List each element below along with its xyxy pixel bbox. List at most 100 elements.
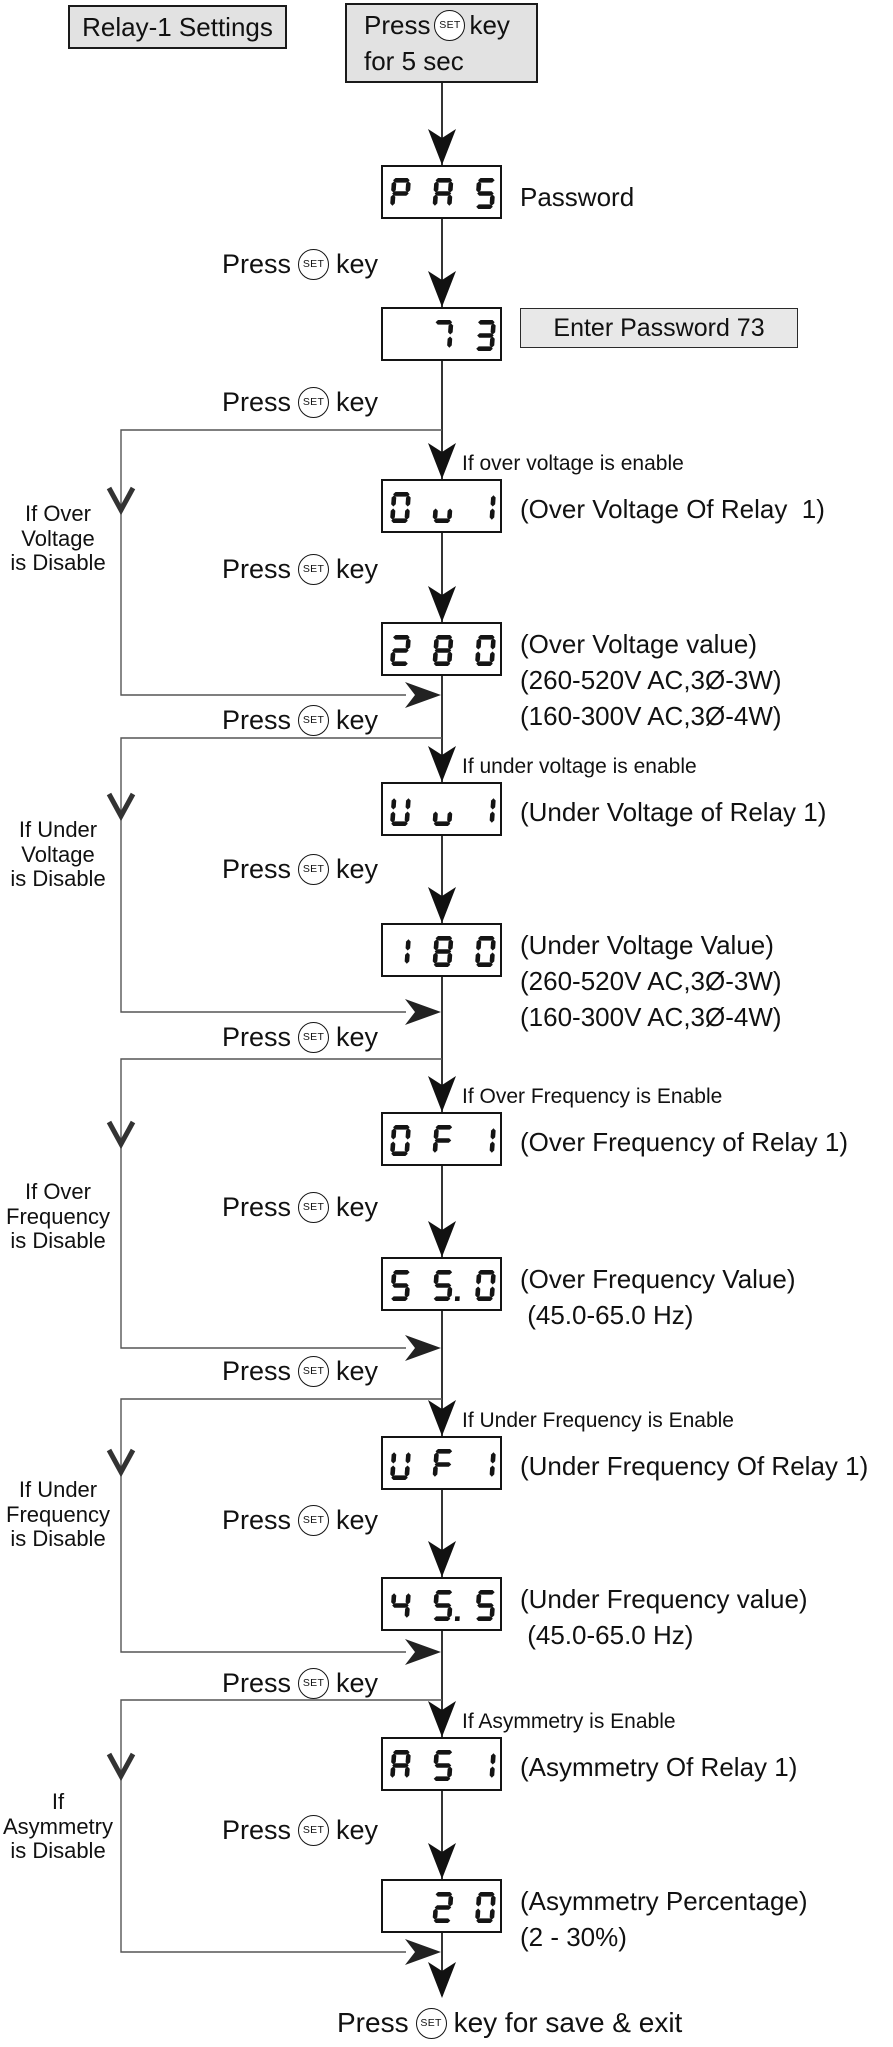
param-caption-over-frequency: (Over Frequency of Relay 1)	[520, 1127, 849, 1157]
seven-segment-value	[390, 1449, 496, 1480]
value-caption-line: (Asymmetry Percentage)	[520, 1886, 808, 1916]
key-text: key	[336, 853, 379, 884]
key-text: key	[336, 704, 379, 735]
seven-segment-value	[391, 1590, 495, 1622]
set-key-label: SET	[302, 714, 325, 726]
set-key-label: SET	[302, 1677, 325, 1689]
value-caption-line: (2 - 30%)	[520, 1922, 627, 1952]
enable-condition-label-under-frequency: If Under Frequency is Enable	[462, 1409, 734, 1432]
press-text: Press	[222, 1667, 292, 1698]
set-key-label: SET	[302, 863, 325, 875]
press-text: Press	[222, 1814, 292, 1845]
value-caption-line: (Over Frequency Value)	[520, 1264, 796, 1294]
value-caption-line: (Under Voltage Value)	[520, 930, 774, 960]
key-text: key	[336, 386, 379, 417]
press-text: Press	[222, 1191, 292, 1222]
set-key-label: SET	[302, 258, 325, 270]
value-caption-over-frequency: (Over Frequency Value) (45.0-65.0 Hz)	[520, 1261, 796, 1333]
seven-segment-value	[432, 1892, 496, 1923]
set-key-icon: SET	[415, 2007, 447, 2039]
disable-condition-line: If	[51, 1789, 65, 1814]
press-text: Press	[222, 386, 292, 417]
set-key-label: SET	[420, 2017, 442, 2029]
seven-segment-value	[390, 178, 495, 209]
set-key-label: SET	[302, 1365, 325, 1377]
set-key-label: SET	[302, 1514, 325, 1526]
display-param-under-voltage	[381, 782, 502, 836]
set-key-icon: SET	[298, 853, 330, 885]
value-caption-line: (260-520V AC,3Ø-3W)	[520, 665, 782, 695]
enable-condition-label-under-voltage: If under voltage is enable	[462, 755, 697, 778]
param-caption-under-voltage: (Under Voltage of Relay 1)	[520, 797, 827, 827]
enable-condition-label-over-voltage: If over voltage is enable	[462, 452, 684, 475]
set-key-icon: SET	[434, 9, 466, 41]
press-set-instruction: Press SET key	[222, 850, 378, 888]
key-text: key	[336, 248, 379, 279]
key-text: key for save & exit	[453, 2007, 683, 2038]
disable-condition-line: is Disable	[10, 1838, 106, 1863]
seven-segment-value	[435, 320, 496, 351]
disable-condition-line: Voltage	[21, 841, 95, 867]
display-param-asymmetry	[381, 1737, 502, 1791]
disable-condition-line: Asymmetry	[3, 1813, 113, 1839]
set-key-label: SET	[439, 19, 461, 31]
press-text: Press	[222, 1355, 292, 1386]
value-caption-under-voltage: (Under Voltage Value) (260-520V AC,3Ø-3W)…	[520, 927, 782, 1035]
display-value-under-voltage	[381, 923, 502, 977]
press-text: Press	[222, 704, 292, 735]
key-text: key	[469, 9, 510, 40]
password-note: Enter Password 73	[520, 308, 798, 348]
start-instruction-node: Press SET key for 5 sec	[345, 3, 538, 83]
param-caption-asymmetry: (Asymmetry Of Relay 1)	[520, 1752, 798, 1782]
set-key-label: SET	[302, 563, 325, 575]
press-set-instruction: Press SET key	[222, 383, 378, 421]
value-caption-line: (260-520V AC,3Ø-3W)	[520, 966, 782, 996]
display-password-entry	[381, 307, 502, 361]
seven-segment-value	[391, 1270, 496, 1302]
enable-condition-label-over-frequency: If Over Frequency is Enable	[462, 1085, 723, 1108]
value-caption-under-frequency: (Under Frequency value) (45.0-65.0 Hz)	[520, 1581, 808, 1653]
disable-condition-line: is Disable	[10, 866, 106, 891]
value-caption-asymmetry: (Asymmetry Percentage) (2 - 30%)	[520, 1883, 808, 1955]
press-set-instruction: Press SET key	[222, 1811, 378, 1849]
disable-condition-line: If Under	[18, 817, 98, 842]
set-key-label: SET	[302, 396, 325, 408]
password-caption: Password	[520, 182, 635, 212]
key-text: key	[336, 1355, 379, 1386]
set-key-icon: SET	[298, 248, 330, 280]
value-caption-line: (Under Frequency value)	[520, 1584, 808, 1614]
display-password-prompt	[381, 165, 502, 219]
key-text: key	[336, 1504, 379, 1535]
press-text: Press	[364, 9, 431, 40]
seven-segment-value	[404, 936, 496, 967]
display-value-under-frequency	[381, 1577, 502, 1631]
disable-condition-line: If Under	[18, 1477, 98, 1502]
value-caption-line: (45.0-65.0 Hz)	[520, 1620, 694, 1650]
key-text: key	[336, 1191, 379, 1222]
disable-condition-line: is Disable	[10, 1228, 106, 1253]
set-key-icon: SET	[298, 553, 330, 585]
set-key-icon: SET	[298, 1355, 330, 1387]
press-text: Press	[337, 2007, 409, 2038]
key-text: key	[336, 1814, 379, 1845]
press-text: Press	[222, 248, 292, 279]
disable-condition-line: Voltage	[21, 525, 95, 551]
press-text: Press	[222, 553, 292, 584]
display-value-asymmetry	[381, 1879, 502, 1933]
disable-condition-line: If Over	[24, 501, 91, 526]
display-value-over-frequency	[381, 1257, 502, 1311]
press-text: Press	[222, 853, 292, 884]
set-key-label: SET	[302, 1824, 325, 1836]
disable-condition-line: If Over	[24, 1179, 91, 1204]
value-caption-over-voltage: (Over Voltage value)(260-520V AC,3Ø-3W)(…	[520, 626, 782, 734]
page-title-label: Relay-1 Settings	[82, 11, 273, 42]
press-text: Press	[222, 1021, 292, 1052]
